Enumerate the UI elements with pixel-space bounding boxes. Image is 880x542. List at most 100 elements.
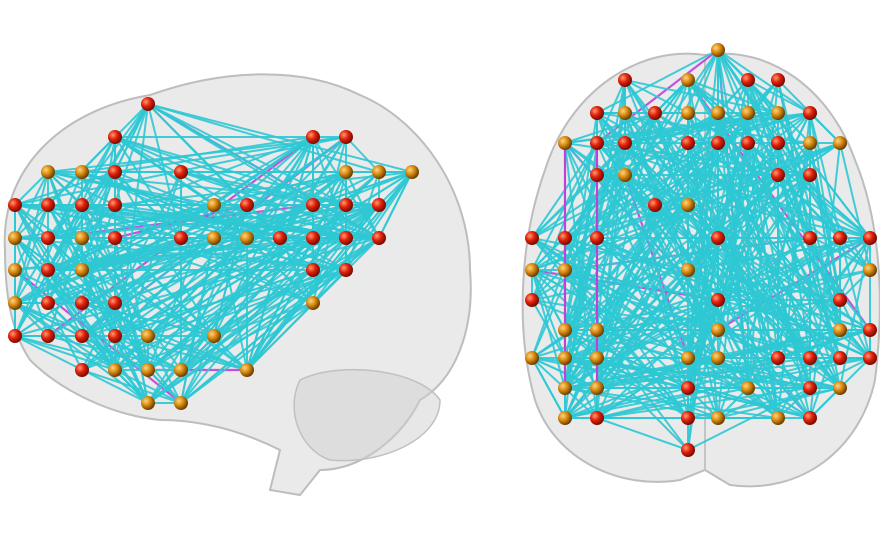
node-red bbox=[863, 323, 877, 337]
node-red bbox=[8, 329, 22, 343]
node-red bbox=[681, 411, 695, 425]
axial-brain-view bbox=[521, 43, 880, 488]
node-orange bbox=[833, 381, 847, 395]
connection-edge bbox=[624, 79, 779, 114]
node-orange bbox=[339, 165, 353, 179]
connection-edge bbox=[747, 79, 811, 114]
node-orange bbox=[803, 136, 817, 150]
node-orange bbox=[372, 165, 386, 179]
node-red bbox=[771, 351, 785, 365]
connection-edge bbox=[596, 79, 626, 331]
connection-edge bbox=[279, 237, 314, 304]
node-orange bbox=[863, 263, 877, 277]
connection-edge bbox=[624, 79, 689, 114]
node-red bbox=[141, 97, 155, 111]
connection-edge bbox=[564, 174, 598, 271]
connection-edge bbox=[114, 136, 215, 206]
node-red bbox=[372, 231, 386, 245]
node-red bbox=[711, 136, 725, 150]
node-orange bbox=[590, 351, 604, 365]
node-red bbox=[8, 198, 22, 212]
connection-edge bbox=[114, 369, 182, 404]
node-red bbox=[771, 168, 785, 182]
connection-edge bbox=[777, 387, 811, 419]
connection-edge bbox=[564, 269, 779, 359]
node-red bbox=[771, 73, 785, 87]
connection-edge bbox=[14, 204, 49, 271]
node-orange bbox=[207, 198, 221, 212]
connection-edge bbox=[531, 357, 566, 419]
connection-edge bbox=[114, 171, 182, 239]
node-red bbox=[273, 231, 287, 245]
node-red bbox=[648, 198, 662, 212]
connection-edge bbox=[687, 142, 779, 419]
node-red bbox=[75, 329, 89, 343]
node-red bbox=[108, 231, 122, 245]
connection-edge bbox=[47, 204, 83, 271]
node-orange bbox=[240, 231, 254, 245]
node-orange bbox=[558, 411, 572, 425]
connection-edge bbox=[81, 204, 149, 371]
connection-edge bbox=[345, 171, 380, 239]
node-red bbox=[108, 165, 122, 179]
node-red bbox=[711, 293, 725, 307]
node-red bbox=[590, 231, 604, 245]
connection-edge bbox=[531, 174, 811, 271]
connection-edge bbox=[47, 302, 83, 337]
connection-edge bbox=[564, 112, 811, 239]
connection-edge bbox=[14, 204, 116, 371]
connection-edge bbox=[596, 329, 689, 451]
node-orange bbox=[525, 263, 539, 277]
connection-edge bbox=[147, 369, 182, 404]
connection-edge bbox=[114, 136, 347, 173]
node-red bbox=[306, 130, 320, 144]
connection-edge bbox=[378, 171, 413, 239]
connection-edge bbox=[564, 237, 871, 331]
connection-edge bbox=[14, 204, 248, 304]
node-red bbox=[174, 165, 188, 179]
node-red bbox=[681, 381, 695, 395]
node-red bbox=[618, 73, 632, 87]
node-red bbox=[803, 411, 817, 425]
node-red bbox=[525, 293, 539, 307]
connection-edge bbox=[564, 357, 871, 419]
axial-edges bbox=[531, 49, 871, 451]
node-orange bbox=[41, 165, 55, 179]
connection-edge bbox=[564, 204, 656, 419]
connection-edge bbox=[564, 357, 598, 389]
connection-edge bbox=[81, 237, 248, 371]
connection-edge bbox=[564, 237, 841, 389]
connection-edge bbox=[747, 79, 841, 239]
connection-edge bbox=[47, 103, 149, 271]
connection-edge bbox=[687, 237, 719, 271]
node-orange bbox=[681, 106, 695, 120]
node-red bbox=[863, 231, 877, 245]
node-red bbox=[306, 263, 320, 277]
node-orange bbox=[558, 351, 572, 365]
connection-edge bbox=[717, 142, 749, 359]
node-red bbox=[41, 329, 55, 343]
node-red bbox=[681, 136, 695, 150]
connection-edge bbox=[687, 79, 841, 239]
connection-edge bbox=[246, 136, 314, 371]
node-orange bbox=[618, 106, 632, 120]
node-red bbox=[75, 198, 89, 212]
connection-edge bbox=[596, 387, 811, 419]
node-orange bbox=[8, 263, 22, 277]
node-red bbox=[41, 231, 55, 245]
node-orange bbox=[558, 381, 572, 395]
connection-edge bbox=[180, 302, 314, 404]
node-red bbox=[41, 263, 55, 277]
node-red bbox=[306, 198, 320, 212]
node-orange bbox=[240, 363, 254, 377]
node-orange bbox=[8, 231, 22, 245]
connection-edge bbox=[531, 112, 656, 301]
node-orange bbox=[306, 296, 320, 310]
connection-edge bbox=[81, 237, 182, 371]
node-red bbox=[803, 168, 817, 182]
connection-edge bbox=[14, 171, 49, 206]
connection-edge bbox=[654, 112, 719, 331]
node-orange bbox=[141, 396, 155, 410]
node-red bbox=[372, 198, 386, 212]
node-red bbox=[618, 136, 632, 150]
